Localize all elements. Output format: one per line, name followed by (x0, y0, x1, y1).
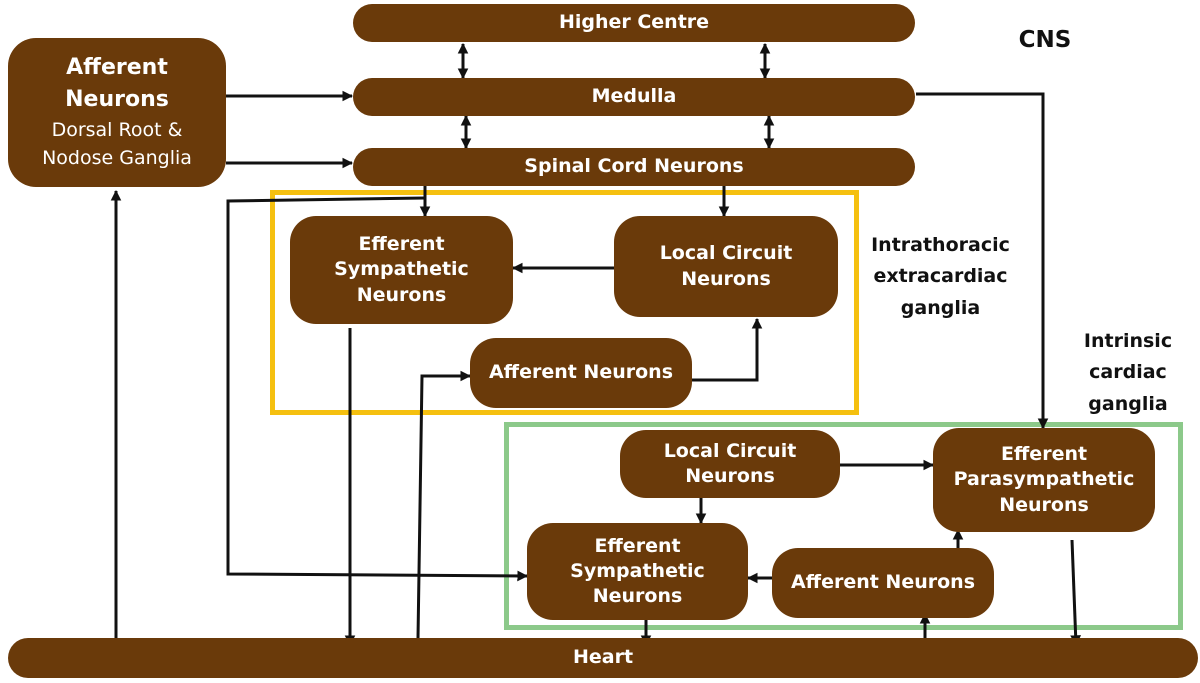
intrinsic-local-circuit-node: Local Circuit Neurons (620, 430, 840, 498)
afferent-main-sub-2: Nodose Ganglia (42, 147, 192, 170)
intrinsic-efferent-parasympathetic-node: Efferent Parasympathetic Neurons (933, 428, 1155, 532)
extracardiac-local-line-2: Neurons (681, 267, 771, 290)
heart-node: Heart (8, 638, 1198, 678)
afferent-main-title-2: Neurons (65, 87, 169, 112)
intrinsic-line-2: cardiac (1089, 361, 1167, 384)
arrow-heart-to-extracardiac-afferent (416, 370, 472, 639)
intrinsic-para-line-3: Neurons (999, 493, 1089, 516)
arrow-afferent-to-local-circuit (692, 317, 763, 382)
intrinsic-local-line-1: Local Circuit (663, 439, 797, 462)
medulla-node: Medulla (353, 78, 915, 116)
extracardiac-symp-line-3: Neurons (356, 283, 447, 306)
intrinsic-para-line-1: Efferent (1000, 443, 1088, 466)
extracardiac-afferent-label: Afferent Neurons (488, 361, 674, 384)
extracardiac-local-circuit-node: Local Circuit Neurons (614, 216, 838, 317)
cns-label: CNS (1018, 27, 1072, 53)
intrinsic-line-1: Intrinsic (1083, 330, 1173, 352)
extracardiac-afferent-node: Afferent Neurons (470, 338, 692, 408)
higher-centre-node: Higher Centre (353, 4, 915, 42)
intrinsic-symp-line-1: Efferent (594, 534, 681, 557)
afferent-neurons-main-node: Afferent Neurons Dorsal Root & Nodose Ga… (8, 38, 226, 187)
intrathoracic-extracardiac-frame (270, 190, 859, 415)
extracardiac-symp-line-1: Efferent (358, 233, 445, 256)
intrathoracic-line-2: extracardiac (873, 265, 1008, 288)
extracardiac-symp-line-2: Sympathetic (334, 258, 469, 281)
intrinsic-local-line-2: Neurons (685, 465, 775, 487)
intrinsic-efferent-sympathetic-node: Efferent Sympathetic Neurons (527, 523, 748, 620)
medulla-label: Medulla (591, 85, 677, 108)
higher-centre-label: Higher Centre (558, 11, 710, 34)
arrow-para-to-heart (1070, 539, 1082, 647)
intrinsic-afferent-node: Afferent Neurons (772, 548, 994, 618)
intrinsic-cardiac-label: Intrinsic cardiac ganglia (1068, 326, 1188, 420)
spinal-cord-label: Spinal Cord Neurons (524, 155, 744, 178)
extracardiac-local-line-1: Local Circuit (659, 242, 793, 265)
intrinsic-afferent-label: Afferent Neurons (790, 571, 976, 594)
intrinsic-line-3: ganglia (1088, 392, 1168, 415)
arrow-medulla-to-parasympathetic (916, 92, 1049, 430)
intrathoracic-extracardiac-label: Intrathoracic extracardiac ganglia (858, 230, 1023, 324)
heart-label: Heart (572, 646, 634, 669)
intrinsic-symp-line-2: Sympathetic (570, 559, 705, 582)
intrathoracic-line-1: Intrathoracic (871, 234, 1010, 256)
intrinsic-para-line-2: Parasympathetic (953, 468, 1135, 491)
afferent-main-title-1: Afferent (66, 55, 168, 81)
intrinsic-symp-line-3: Neurons (592, 585, 683, 608)
spinal-cord-node: Spinal Cord Neurons (353, 148, 915, 186)
afferent-main-sub-1: Dorsal Root & (51, 118, 183, 141)
intrinsic-cardiac-frame (504, 422, 1183, 630)
intrathoracic-line-3: ganglia (900, 296, 981, 319)
extracardiac-efferent-sympathetic-node: Efferent Sympathetic Neurons (290, 216, 513, 324)
arrow-spinal-to-intrinsic-symp (226, 196, 529, 582)
